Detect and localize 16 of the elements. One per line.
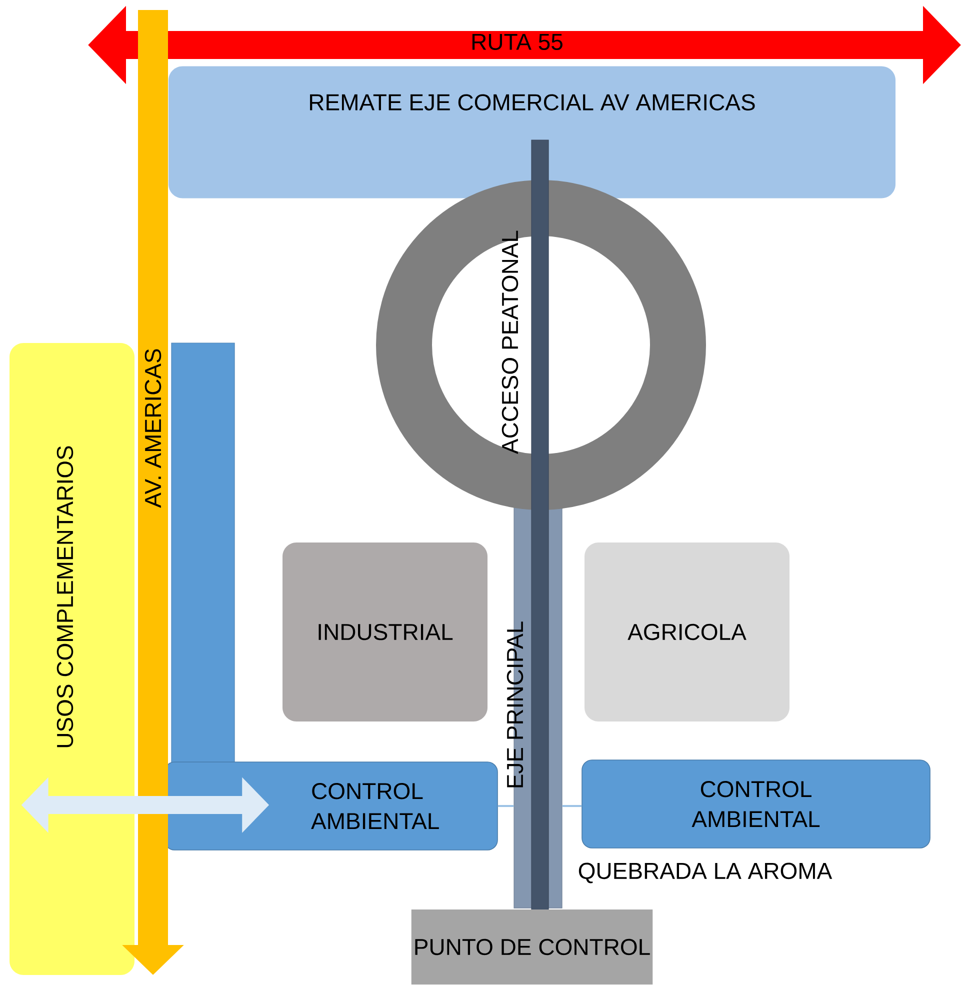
- zone-band: USOS COMPLEMENTARIOS: [10, 343, 134, 976]
- connector-line: [498, 805, 514, 807]
- road-band: [171, 342, 235, 764]
- axis-label: EJE PRINCIPAL: [506, 622, 524, 788]
- zone-box: INDUSTRIAL: [282, 542, 488, 722]
- axis-label: ACCESO PEATONAL: [502, 230, 518, 454]
- zone-box: REMATE EJE COMERCIAL AV AMERICAS: [168, 66, 896, 198]
- zone-box: CONTROL AMBIENTAL: [164, 762, 498, 850]
- connector-line: [562, 805, 582, 807]
- zone-box: CONTROL AMBIENTAL: [582, 760, 930, 848]
- road-band: [531, 140, 549, 910]
- roundabout-ring: [376, 180, 706, 510]
- road-label: AV. AMERICAS: [144, 349, 162, 508]
- checkpoint-box: PUNTO DE CONTROL: [411, 910, 653, 985]
- stream-label: QUEBRADA LA AROMA: [578, 862, 832, 884]
- zone-box: AGRICOLA: [584, 542, 790, 722]
